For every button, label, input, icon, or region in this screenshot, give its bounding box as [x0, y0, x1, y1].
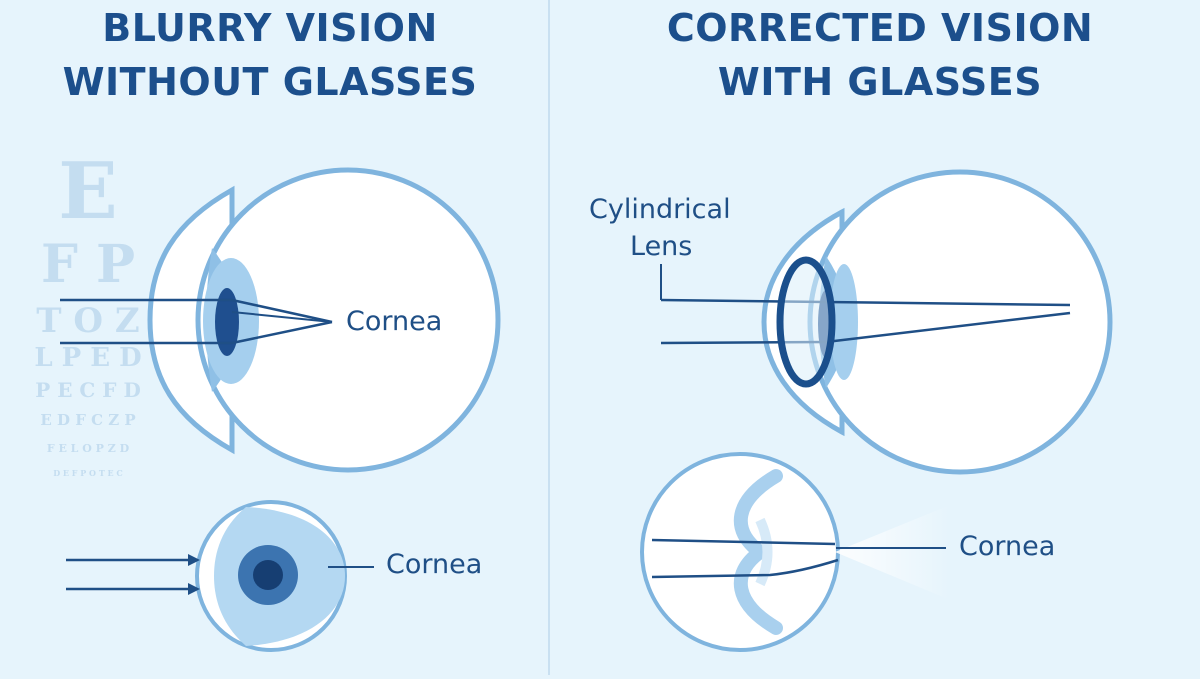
- left-title-line-2: WITHOUT GLASSES: [62, 60, 478, 104]
- eye-chart-row: L P E D: [34, 343, 141, 373]
- left-eye-large: [60, 167, 501, 473]
- right-ray-1: [660, 298, 1071, 307]
- right-eye-iris: [830, 264, 858, 380]
- right-ray-2-refracted: [825, 311, 1071, 344]
- eye-chart-row: F P: [41, 234, 135, 295]
- right-detail-lens-inner: [755, 517, 773, 587]
- right-detail-circle: [640, 452, 840, 652]
- eye-chart-background: EF P T O ZL P E D P E C F D E D F C Z P F E …: [34, 146, 141, 478]
- lens-label-line-2: Lens: [630, 231, 693, 262]
- left-cornea-label-bottom: Cornea: [386, 549, 483, 580]
- left-eye-pupil: [215, 288, 239, 356]
- left-ray-refracted-2: [231, 320, 333, 345]
- right-detail-light-beam: [835, 505, 950, 600]
- right-cornea-label: Cornea: [959, 531, 1056, 562]
- left-ray-refracted-1: [231, 298, 333, 324]
- right-title-line-2: WITH GLASSES: [717, 60, 1043, 104]
- left-detail-pupil: [253, 560, 283, 590]
- left-cornea-label-top: Cornea: [346, 306, 443, 337]
- eye-chart-row: D E F P O T E C: [53, 468, 123, 478]
- left-cornea-detail: [66, 500, 374, 652]
- left-detail-arrow-1: [188, 554, 200, 566]
- right-detail-ray-1: [651, 538, 836, 546]
- right-eye-large: [660, 169, 1113, 475]
- eye-chart-row: E D F C Z P: [40, 411, 135, 429]
- lens-label-line-1: Cylindrical: [589, 194, 731, 225]
- eye-chart-row: F E L O P Z D: [47, 442, 130, 455]
- cylindrical-lens: [776, 256, 836, 388]
- eye-chart-row: E: [58, 146, 117, 237]
- right-detail-ray-2: [651, 558, 839, 579]
- eye-chart-row: P E C F D: [35, 378, 141, 402]
- right-title-line-1: CORRECTED VISION: [666, 6, 1094, 50]
- right-cornea-detail: [640, 452, 950, 652]
- left-ray-refracted-3: [231, 311, 333, 323]
- right-detail-cornea-curve: [733, 469, 783, 635]
- left-title-line-1: BLURRY VISION: [102, 6, 438, 50]
- left-eye-globe: [195, 167, 501, 473]
- left-detail-arrow-2: [188, 583, 200, 595]
- eye-chart-row: T O Z: [36, 301, 139, 341]
